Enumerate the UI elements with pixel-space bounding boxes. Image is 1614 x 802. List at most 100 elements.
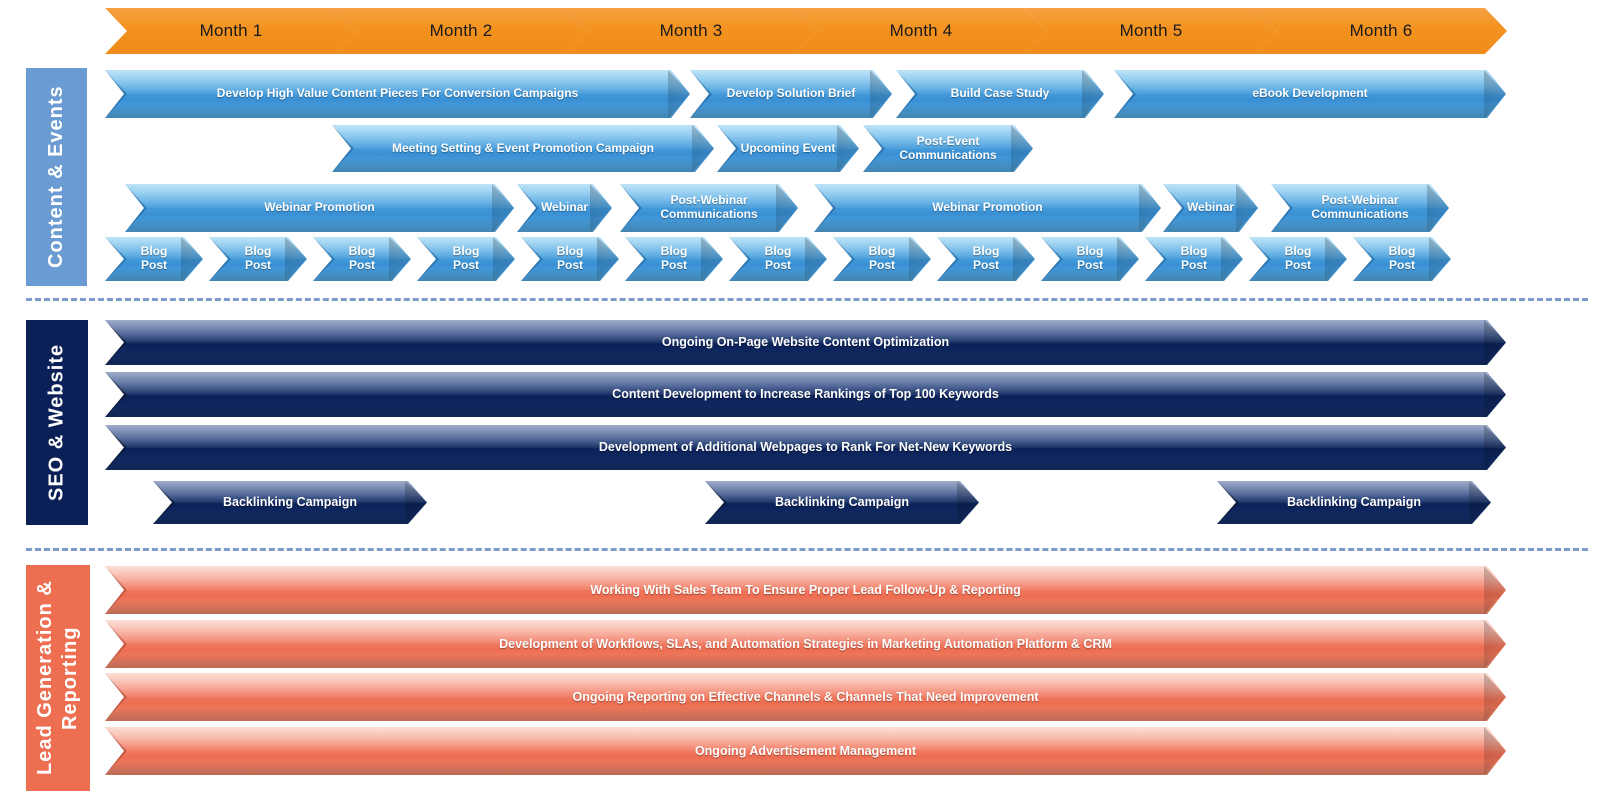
task-bar-label: Blog Post bbox=[972, 244, 1000, 272]
task-bar-events[interactable]: Meeting Setting & Event Promotion Campai… bbox=[332, 125, 714, 172]
task-bar-content-assets[interactable]: Develop Solution Brief bbox=[690, 70, 892, 118]
task-bar-label: Development of Workflows, SLAs, and Auto… bbox=[499, 636, 1112, 651]
chevron-right-arrow-icon bbox=[870, 70, 892, 118]
chevron-right-arrow-icon bbox=[1139, 184, 1161, 232]
month-header-2[interactable]: Month 2 bbox=[335, 8, 587, 54]
section-divider-2 bbox=[26, 548, 1588, 551]
chevron-right-arrow-icon bbox=[492, 184, 514, 232]
chevron-right-arrow-icon bbox=[1221, 237, 1243, 281]
task-bar-blog-posts[interactable]: Blog Post bbox=[1041, 237, 1139, 281]
task-bar-label: Build Case Study bbox=[950, 86, 1050, 101]
month-header-label: Month 4 bbox=[889, 21, 953, 40]
chevron-right-arrow-icon bbox=[1429, 237, 1451, 281]
chevron-right-arrow-icon bbox=[1484, 566, 1506, 614]
task-bar-reporting[interactable]: Ongoing Reporting on Effective Channels … bbox=[105, 673, 1506, 721]
task-bar-label: Development of Additional Webpages to Ra… bbox=[598, 440, 1013, 455]
task-bar-label: Develop High Value Content Pieces For Co… bbox=[216, 86, 579, 101]
task-bar-content-assets[interactable]: eBook Development bbox=[1114, 70, 1506, 118]
task-bar-blog-posts[interactable]: Blog Post bbox=[105, 237, 203, 281]
chevron-left-notch-icon bbox=[105, 673, 127, 721]
task-bar-blog-posts[interactable]: Blog Post bbox=[625, 237, 723, 281]
task-bar-label: Blog Post bbox=[348, 244, 376, 272]
month-header-4[interactable]: Month 4 bbox=[795, 8, 1047, 54]
task-bar-events[interactable]: Upcoming Event bbox=[717, 125, 859, 172]
task-bar-ads[interactable]: Ongoing Advertisement Management bbox=[105, 727, 1506, 775]
month-header-1[interactable]: Month 1 bbox=[105, 8, 357, 54]
task-bar-label: Blog Post bbox=[1388, 244, 1416, 272]
chevron-left-notch-icon bbox=[209, 237, 231, 281]
task-bar-blog-posts[interactable]: Blog Post bbox=[729, 237, 827, 281]
chevron-left-notch-icon bbox=[521, 237, 543, 281]
month-header-5[interactable]: Month 5 bbox=[1025, 8, 1277, 54]
task-bar-blog-posts[interactable]: Blog Post bbox=[1249, 237, 1347, 281]
chevron-right-arrow-icon bbox=[597, 237, 619, 281]
chevron-left-notch-icon bbox=[105, 727, 127, 775]
task-bar-blog-posts[interactable]: Blog Post bbox=[833, 237, 931, 281]
task-bar-blog-posts[interactable]: Blog Post bbox=[521, 237, 619, 281]
task-bar-blog-posts[interactable]: Blog Post bbox=[1145, 237, 1243, 281]
chevron-right-arrow-icon bbox=[493, 237, 515, 281]
chevron-left-notch-icon bbox=[1353, 237, 1375, 281]
chevron-left-notch-icon bbox=[1163, 184, 1185, 232]
chevron-right-arrow-icon bbox=[1011, 125, 1033, 172]
month-header-label: Month 6 bbox=[1349, 21, 1413, 40]
chevron-left-notch-icon bbox=[105, 425, 127, 470]
chevron-right-arrow-icon bbox=[1484, 70, 1506, 118]
chevron-right-arrow-icon bbox=[776, 184, 798, 232]
task-bar-webinars[interactable]: Webinar Promotion bbox=[125, 184, 514, 232]
chevron-right-arrow-icon bbox=[1484, 320, 1506, 365]
chevron-right-arrow-icon bbox=[1484, 372, 1506, 417]
chevron-left-notch-icon bbox=[814, 184, 836, 232]
month-header-label: Month 3 bbox=[659, 21, 723, 40]
chevron-right-arrow-icon bbox=[1236, 184, 1258, 232]
section-divider-1 bbox=[26, 298, 1588, 301]
chevron-left-notch-icon bbox=[690, 70, 712, 118]
chevron-right-arrow-icon bbox=[805, 237, 827, 281]
task-bar-workflows[interactable]: Development of Workflows, SLAs, and Auto… bbox=[105, 620, 1506, 668]
task-bar-label: eBook Development bbox=[1252, 86, 1368, 101]
task-bar-label: Blog Post bbox=[1076, 244, 1104, 272]
chevron-right-arrow-icon bbox=[837, 125, 859, 172]
task-bar-label: Webinar Promotion bbox=[264, 200, 375, 215]
task-bar-blog-posts[interactable]: Blog Post bbox=[313, 237, 411, 281]
chevron-right-arrow-icon bbox=[590, 184, 612, 232]
task-bar-label: Content Development to Increase Rankings… bbox=[612, 387, 999, 402]
task-bar-blog-posts[interactable]: Blog Post bbox=[937, 237, 1035, 281]
task-bar-rankings[interactable]: Content Development to Increase Rankings… bbox=[105, 372, 1506, 417]
task-bar-label: Blog Post bbox=[1284, 244, 1312, 272]
chevron-right-arrow-icon bbox=[1427, 184, 1449, 232]
chevron-left-notch-icon bbox=[833, 237, 855, 281]
task-bar-content-assets[interactable]: Develop High Value Content Pieces For Co… bbox=[105, 70, 690, 118]
task-bar-backlinking[interactable]: Backlinking Campaign bbox=[1217, 481, 1491, 524]
task-bar-events[interactable]: Post-Event Communications bbox=[863, 125, 1033, 172]
month-header-3[interactable]: Month 3 bbox=[565, 8, 817, 54]
chevron-left-notch-icon bbox=[105, 320, 127, 365]
task-bar-backlinking[interactable]: Backlinking Campaign bbox=[705, 481, 979, 524]
task-bar-blog-posts[interactable]: Blog Post bbox=[1353, 237, 1451, 281]
chevron-left-notch-icon bbox=[863, 125, 885, 172]
task-bar-webinars[interactable]: Webinar bbox=[1163, 184, 1258, 232]
task-bar-webinars[interactable]: Post-Webinar Communications bbox=[620, 184, 798, 232]
task-bar-label: Ongoing Reporting on Effective Channels … bbox=[572, 689, 1039, 704]
task-bar-webinars[interactable]: Post-Webinar Communications bbox=[1271, 184, 1449, 232]
chevron-left-notch-icon bbox=[105, 237, 127, 281]
task-bar-label: Working With Sales Team To Ensure Proper… bbox=[590, 582, 1021, 597]
task-bar-label: Post-Event Communications bbox=[899, 133, 997, 162]
task-bar-label: Blog Post bbox=[868, 244, 896, 272]
task-bar-backlinking[interactable]: Backlinking Campaign bbox=[153, 481, 427, 524]
task-bar-label: Blog Post bbox=[764, 244, 792, 272]
task-bar-label: Backlinking Campaign bbox=[222, 495, 358, 510]
task-bar-webinars[interactable]: Webinar Promotion bbox=[814, 184, 1161, 232]
month-header-6[interactable]: Month 6 bbox=[1255, 8, 1507, 54]
task-bar-content-assets[interactable]: Build Case Study bbox=[896, 70, 1104, 118]
task-bar-blog-posts[interactable]: Blog Post bbox=[209, 237, 307, 281]
chevron-left-notch-icon bbox=[625, 237, 647, 281]
task-bar-blog-posts[interactable]: Blog Post bbox=[417, 237, 515, 281]
task-bar-label: Backlinking Campaign bbox=[1286, 495, 1422, 510]
task-bar-webpages[interactable]: Development of Additional Webpages to Ra… bbox=[105, 425, 1506, 470]
task-bar-onpage[interactable]: Ongoing On-Page Website Content Optimiza… bbox=[105, 320, 1506, 365]
task-bar-webinars[interactable]: Webinar bbox=[517, 184, 612, 232]
task-bar-sales-followup[interactable]: Working With Sales Team To Ensure Proper… bbox=[105, 566, 1506, 614]
section-label-seo-website: SEO & Website bbox=[26, 320, 88, 525]
